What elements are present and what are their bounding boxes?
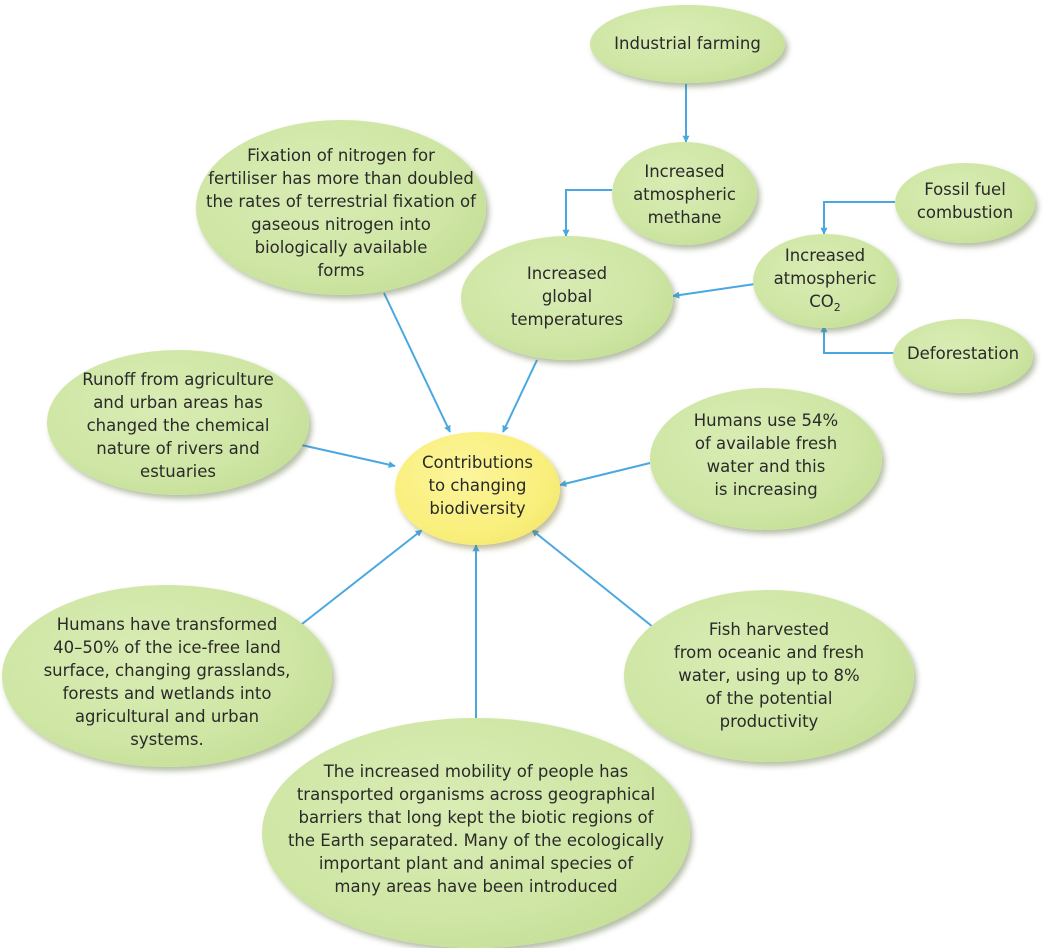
node-industrial-farming: Industrial farming (590, 5, 785, 83)
co2-label: Increased atmospheric CO (773, 246, 877, 311)
node-center-biodiversity: Contributions to changing biodiversity (395, 432, 560, 545)
node-deforestation: Deforestation (893, 319, 1033, 393)
arrow-fossil-to-co2 (820, 201, 895, 235)
node-global-temperatures: Increased global temperatures (461, 236, 673, 360)
node-people-mobility: The increased mobility of people has tra… (262, 718, 690, 948)
co2-subscript: 2 (833, 301, 841, 314)
node-atmospheric-methane: Increased atmospheric methane (612, 142, 757, 245)
node-fossil-fuel-text: Fossil fuel combustion (916, 180, 1014, 222)
arrow-land-to-center (301, 529, 423, 625)
node-people-mobility-text: The increased mobility of people has tra… (287, 762, 665, 896)
node-nitrogen-fixation-text: Fixation of nitrogen for fertiliser has … (206, 146, 476, 280)
node-global-temperatures-text: Increased global temperatures (510, 264, 624, 329)
node-center-biodiversity-text: Contributions to changing biodiversity (421, 453, 534, 518)
node-nitrogen-fixation: Fixation of nitrogen for fertiliser has … (196, 120, 486, 295)
node-deforestation-text: Deforestation (906, 344, 1020, 363)
node-land-transformed: Humans have transformed 40–50% of the ic… (2, 585, 332, 767)
node-fresh-water: Humans use 54% of available fresh water … (650, 388, 882, 530)
node-atmospheric-methane-text: Increased atmospheric methane (633, 162, 736, 227)
node-runoff: Runoff from agriculture and urban areas … (47, 350, 309, 495)
arrow-co2-to-temperatures (672, 283, 756, 299)
node-fresh-water-text: Humans use 54% of available fresh water … (693, 411, 839, 499)
arrow-deforestation-to-co2 (820, 325, 895, 354)
arrow-runoff-to-center (296, 443, 396, 469)
concept-map: Industrial farming Increased atmospheric… (2, 5, 1035, 948)
node-fish-harvested: Fish harvested from oceanic and fresh wa… (624, 590, 914, 762)
node-fish-harvested-text: Fish harvested from oceanic and fresh wa… (673, 620, 865, 731)
node-industrial-farming-text: Industrial farming (614, 34, 761, 53)
arrow-temperatures-to-center (502, 359, 538, 433)
node-land-transformed-text: Humans have transformed 40–50% of the ic… (43, 615, 291, 749)
arrow-methane-to-temperatures (562, 189, 612, 237)
arrow-nitrogen-to-center (383, 292, 451, 433)
arrow-fish-to-center (531, 529, 654, 628)
node-atmospheric-co2: Increased atmospheric CO2 (753, 234, 897, 328)
node-fossil-fuel: Fossil fuel combustion (895, 163, 1035, 243)
node-atmospheric-co2-text: Increased atmospheric CO2 (753, 244, 897, 313)
arrow-freshwater-to-center (559, 462, 651, 487)
node-runoff-text: Runoff from agriculture and urban areas … (82, 370, 274, 481)
arrow-layer (296, 84, 895, 718)
